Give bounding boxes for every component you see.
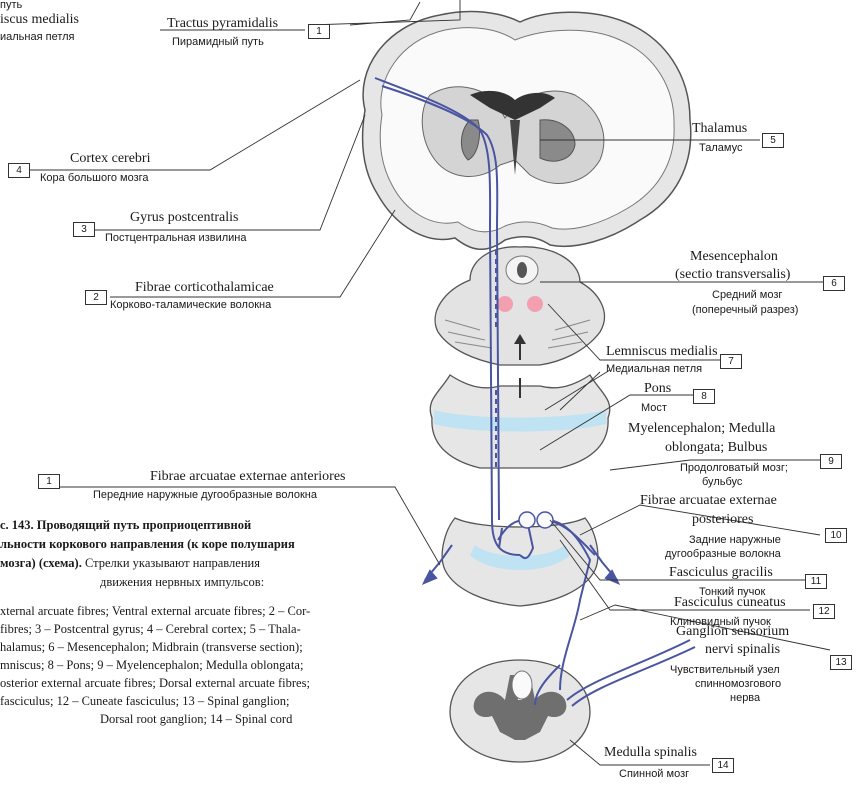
- fibrae-corticothalamicae-latin: Fibrae corticothalamicae: [135, 281, 274, 295]
- spinal-cord-section: [450, 660, 590, 762]
- mesencephalon-latin-2: (sectio transversalis): [675, 268, 790, 282]
- mesencephalon-russian-2: (поперечный разрез): [692, 305, 798, 316]
- lemniscus-medialis-latin: Lemniscus medialis: [606, 345, 718, 359]
- caption-legend-line-3: halamus; 6 – Mesencephalon; Midbrain (tr…: [0, 640, 303, 655]
- top-left-fragment-3: иальная петля: [0, 32, 75, 43]
- number-box-13: 13: [830, 655, 852, 670]
- lemniscus-medialis-russian: Медиальная петля: [606, 364, 702, 375]
- fibrae-arcuatae-anteriores-latin: Fibrae arcuatae externae anteriores: [150, 470, 346, 484]
- gyrus-postcentralis-russian: Постцентральная извилина: [105, 233, 247, 244]
- pons-section: [430, 375, 610, 468]
- cerebrum-section: [363, 11, 691, 249]
- gyrus-postcentralis-latin: Gyrus postcentralis: [130, 211, 238, 225]
- caption-legend-line-5: osterior external arcuate fibres; Dorsal…: [0, 676, 310, 691]
- thalamus-russian: Таламус: [699, 143, 742, 154]
- number-box-5: 5: [762, 133, 784, 148]
- midbrain-section: [435, 247, 604, 365]
- myelencephalon-russian-2: бульбус: [702, 477, 742, 488]
- medulla-spinalis-russian: Спинной мозг: [619, 769, 689, 780]
- caption-title-line-2: льности коркового направления (к коре по…: [0, 537, 295, 552]
- fasciculus-cuneatus-latin: Fasciculus cuneatus: [674, 596, 786, 610]
- myelencephalon-latin-2: oblongata; Bulbus: [665, 441, 767, 455]
- number-box-7: 7: [720, 354, 742, 369]
- pons-latin: Pons: [644, 382, 671, 396]
- pons-russian: Мост: [641, 403, 667, 414]
- caption-title-line-3: мозга) (схема). Стрелки указывают направ…: [0, 556, 260, 571]
- fibrae-arcuatae-posteriores-russian-1: Задние наружные: [689, 535, 781, 546]
- number-box-9: 9: [820, 454, 842, 469]
- fibrae-corticothalamicae-russian: Корково-таламические волокна: [110, 300, 271, 311]
- ganglion-sensorium-latin-1: Ganglion sensorium: [676, 625, 789, 639]
- caption-legend-line-4: mniscus; 8 – Pons; 9 – Myelencephalon; M…: [0, 658, 303, 673]
- myelencephalon-latin-1: Myelencephalon; Medulla: [628, 422, 775, 436]
- ganglion-sensorium-russian-2: спинномозгового: [695, 679, 781, 690]
- number-box-1-top: 1: [308, 24, 330, 39]
- caption-title-line-1: с. 143. Проводящий путь проприоцептивной: [0, 518, 251, 533]
- nuclei-dorsal-column: [519, 512, 553, 528]
- ganglion-sensorium-russian-1: Чувствительный узел: [670, 665, 780, 676]
- caption-legend-line-6: fasciculus; 12 – Cuneate fasciculus; 13 …: [0, 694, 290, 709]
- caption-title-line-4: движения нервных импульсов:: [100, 575, 264, 590]
- number-box-10: 10: [825, 528, 847, 543]
- number-box-11: 11: [805, 574, 827, 589]
- fibrae-arcuatae-posteriores-latin-2: posteriores: [692, 513, 753, 527]
- thalamus-latin: Thalamus: [692, 122, 747, 136]
- ganglion-sensorium-latin-2: nervi spinalis: [705, 643, 780, 657]
- number-box-14: 14: [712, 758, 734, 773]
- number-box-8: 8: [693, 389, 715, 404]
- caption-legend-line-1: xternal arcuate fibres; Ventral external…: [0, 604, 310, 619]
- mesencephalon-russian-1: Средний мозг: [712, 290, 782, 301]
- number-box-2: 2: [85, 290, 107, 305]
- cortex-cerebri-russian: Кора большого мозга: [40, 173, 149, 184]
- number-box-4: 4: [8, 163, 30, 178]
- fibrae-arcuatae-posteriores-russian-2: дугообразные волокна: [665, 549, 781, 560]
- mesencephalon-latin-1: Mesencephalon: [690, 250, 778, 264]
- tractus-pyramidalis-latin: Tractus pyramidalis: [167, 17, 278, 31]
- top-left-fragment-1: путь: [0, 0, 22, 11]
- fasciculus-gracilis-latin: Fasciculus gracilis: [669, 566, 773, 580]
- cortex-cerebri-latin: Cortex cerebri: [70, 152, 150, 166]
- number-box-12: 12: [813, 604, 835, 619]
- fibrae-arcuatae-posteriores-latin-1: Fibrae arcuatae externae: [640, 494, 777, 508]
- number-box-3: 3: [73, 222, 95, 237]
- myelencephalon-russian-1: Продолговатый мозг;: [680, 463, 788, 474]
- number-box-1-arcuate: 1: [38, 474, 60, 489]
- tractus-pyramidalis-russian: Пирамидный путь: [172, 37, 264, 48]
- number-box-6: 6: [823, 276, 845, 291]
- medulla-section: [442, 518, 598, 606]
- ganglion-sensorium-russian-3: нерва: [730, 693, 760, 704]
- top-left-fragment-2: iscus medialis: [0, 13, 79, 27]
- caption-legend-line-7: Dorsal root ganglion; 14 – Spinal cord: [100, 712, 292, 727]
- caption-legend-line-2: fibres; 3 – Postcentral gyrus; 4 – Cereb…: [0, 622, 301, 637]
- medulla-spinalis-latin: Medulla spinalis: [604, 746, 697, 760]
- fibrae-arcuatae-anteriores-russian: Передние наружные дугообразные волокна: [93, 490, 317, 501]
